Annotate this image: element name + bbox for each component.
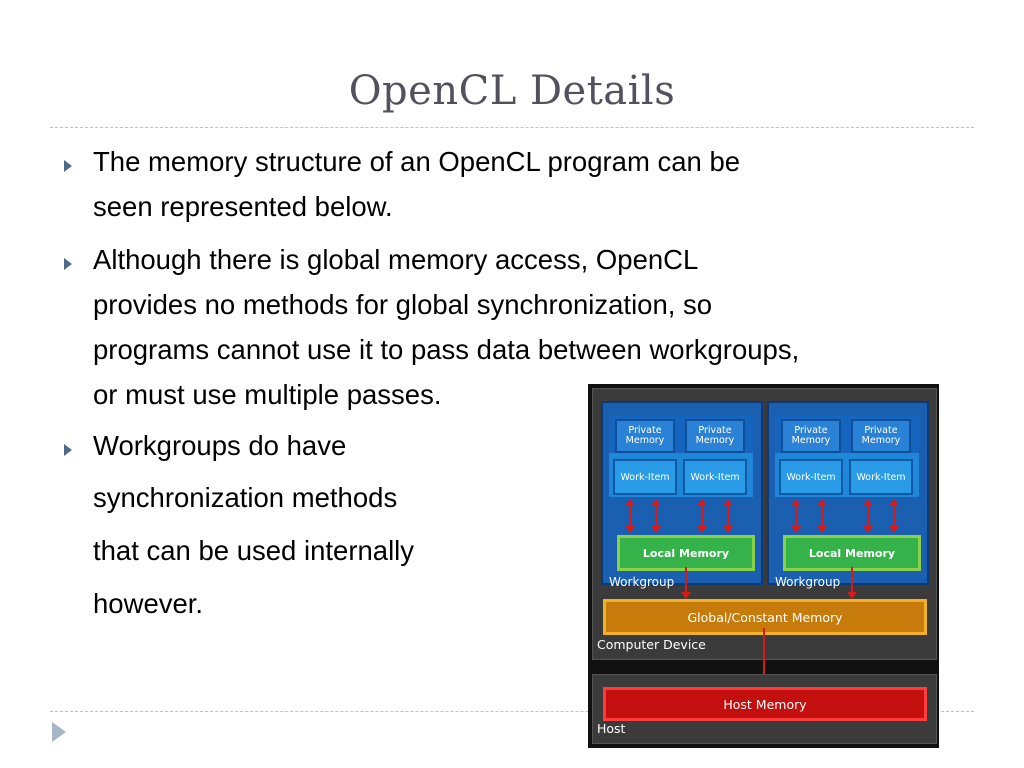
bullet-2-line-2: provides no methods for global synchroni… <box>93 289 713 320</box>
arrow-icon <box>889 499 899 533</box>
bullet-2-line-3: programs cannot use it to pass data betw… <box>93 334 800 365</box>
bullet-1-line-1: The memory structure of an OpenCL progra… <box>93 146 741 177</box>
private-memory-box: Private Memory <box>851 419 911 453</box>
arrow-icon <box>817 499 827 533</box>
bullet-2-line-4: or must use multiple passes. <box>93 379 442 410</box>
footer-divider <box>50 711 974 712</box>
host-memory-box: Host Memory <box>603 687 927 721</box>
title-divider <box>50 127 974 128</box>
bullet-2-line-1: Although there is global memory access, … <box>93 244 699 275</box>
opencl-memory-diagram: Private Memory Private Memory Work-Item … <box>588 384 939 748</box>
workgroup-label: Workgroup <box>609 575 675 589</box>
work-item-box: Work-Item <box>683 459 747 495</box>
work-item-box: Work-Item <box>613 459 677 495</box>
arrow-icon <box>847 567 857 599</box>
global-constant-memory-box: Global/Constant Memory <box>603 599 927 635</box>
bullet-3-line-3: that can be used internally <box>93 535 415 566</box>
computer-device-box: Private Memory Private Memory Work-Item … <box>592 388 937 660</box>
local-memory-box: Local Memory <box>783 535 921 571</box>
private-memory-box: Private Memory <box>615 419 675 453</box>
private-memory-box: Private Memory <box>781 419 841 453</box>
workgroup-box: Private Memory Private Memory Work-Item … <box>767 401 929 589</box>
bullet-arrow-icon <box>64 444 72 456</box>
arrow-icon <box>681 567 691 599</box>
host-label: Host <box>597 721 626 736</box>
bullet-3-line-2: synchronization methods <box>93 482 398 513</box>
slide-title: OpenCL Details <box>348 68 676 114</box>
arrow-icon <box>697 499 707 533</box>
bullet-arrow-icon <box>64 160 72 172</box>
local-memory-box: Local Memory <box>617 535 755 571</box>
arrow-icon <box>791 499 801 533</box>
arrow-icon <box>723 499 733 533</box>
bullet-3-line-1: Workgroups do have <box>93 430 347 461</box>
host-box: Host Memory Host <box>592 674 937 744</box>
workgroup-label: Workgroup <box>775 575 841 589</box>
bullet-3-line-4: however. <box>93 588 204 619</box>
arrow-icon <box>863 499 873 533</box>
private-memory-box: Private Memory <box>685 419 745 453</box>
bullet-arrow-icon <box>64 258 72 270</box>
work-item-box: Work-Item <box>849 459 913 495</box>
workgroup-box: Private Memory Private Memory Work-Item … <box>601 401 763 589</box>
arrow-icon <box>625 499 635 533</box>
bullet-1-line-2: seen represented below. <box>93 191 393 222</box>
host-device-link <box>763 628 765 684</box>
computer-device-label: Computer Device <box>597 637 706 652</box>
slide-nav-arrow-icon <box>52 722 66 742</box>
work-item-box: Work-Item <box>779 459 843 495</box>
arrow-icon <box>651 499 661 533</box>
